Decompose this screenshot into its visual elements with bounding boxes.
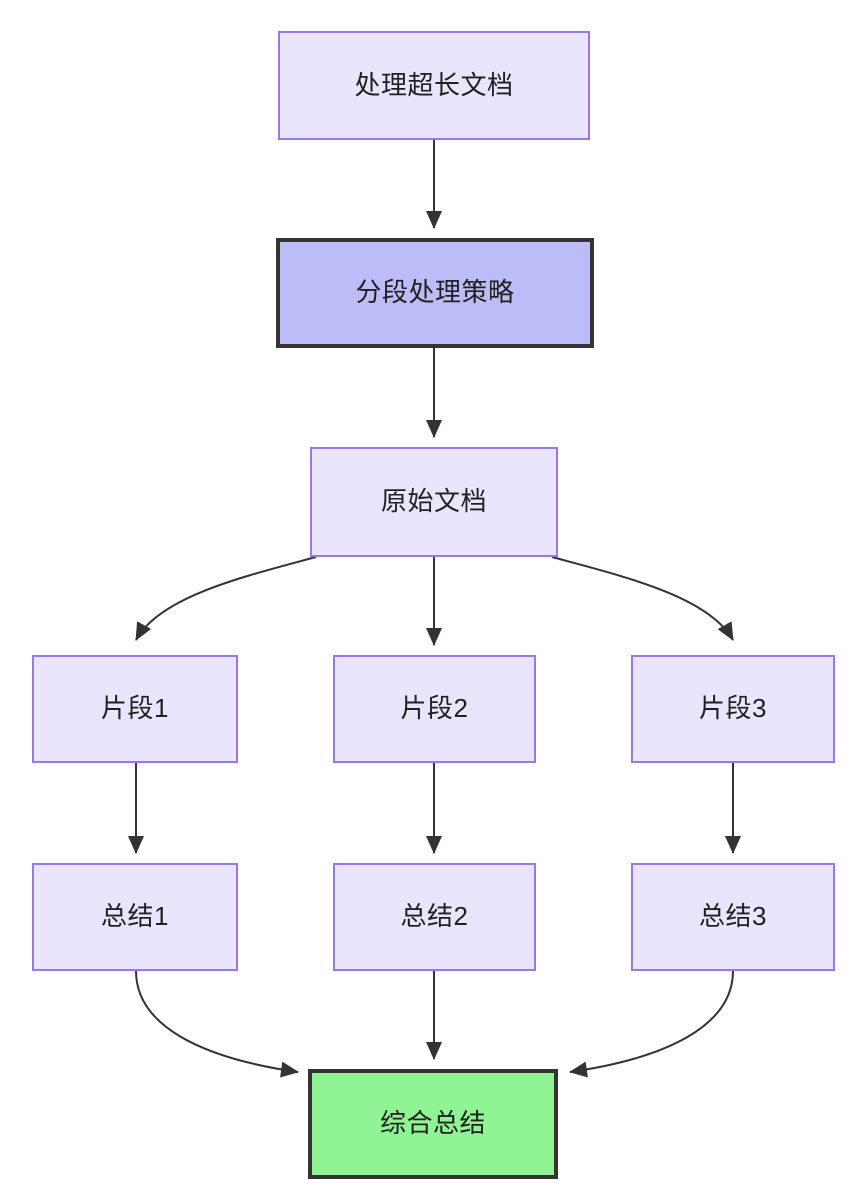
node-summary-1[interactable]: 总结1 xyxy=(32,863,238,971)
edge-source-seg1 xyxy=(135,556,317,641)
node-segment-3-label: 片段3 xyxy=(699,693,767,724)
edge-source-seg3 xyxy=(551,556,734,641)
node-root-label: 处理超长文档 xyxy=(354,69,514,100)
node-summary-3-label: 总结3 xyxy=(699,901,767,932)
node-root[interactable]: 处理超长文档 xyxy=(278,31,590,140)
node-strategy-label: 分段处理策略 xyxy=(355,277,515,308)
node-strategy[interactable]: 分段处理策略 xyxy=(276,238,594,348)
node-segment-1[interactable]: 片段1 xyxy=(32,655,238,763)
node-segment-3[interactable]: 片段3 xyxy=(631,655,835,763)
node-segment-2[interactable]: 片段2 xyxy=(333,655,536,763)
node-final-summary-label: 综合总结 xyxy=(379,1108,486,1139)
node-summary-2[interactable]: 总结2 xyxy=(333,863,536,971)
node-final-summary[interactable]: 综合总结 xyxy=(308,1069,558,1179)
node-source-document[interactable]: 原始文档 xyxy=(310,447,558,557)
edge-sum3-final xyxy=(569,970,734,1078)
node-source-label: 原始文档 xyxy=(380,486,487,517)
edge-sum1-final xyxy=(135,970,299,1078)
node-summary-1-label: 总结1 xyxy=(101,901,169,932)
node-segment-2-label: 片段2 xyxy=(400,693,469,724)
node-summary-2-label: 总结2 xyxy=(400,901,469,932)
node-summary-3[interactable]: 总结3 xyxy=(631,863,835,971)
node-segment-1-label: 片段1 xyxy=(101,693,169,724)
